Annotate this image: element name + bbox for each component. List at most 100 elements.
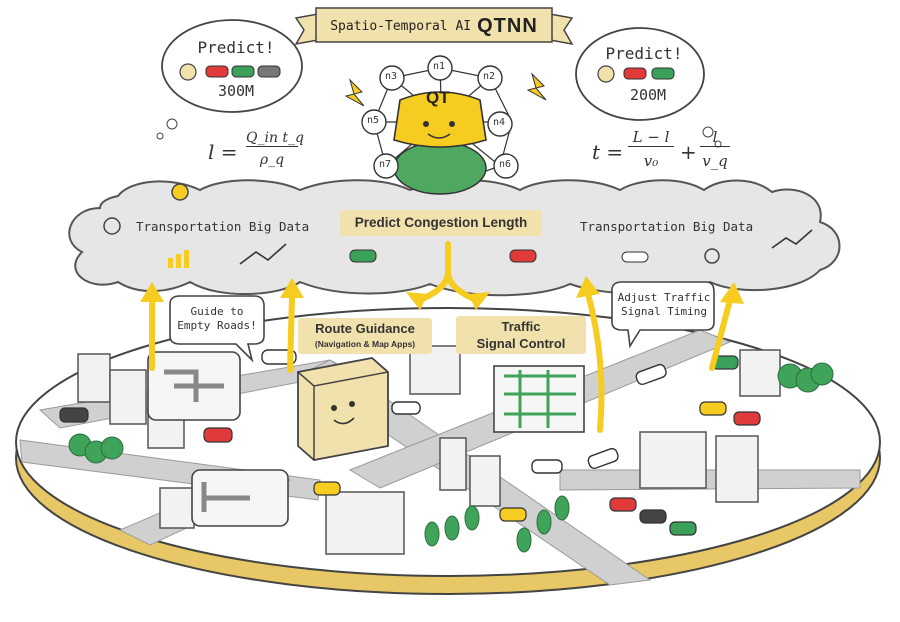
- node-circles: [361, 55, 519, 179]
- big-data-label-left: Transportation Big Data: [136, 219, 310, 234]
- signal-control-label: Traffic Signal Control: [456, 316, 586, 354]
- car-icon: [499, 507, 527, 522]
- formula-left-denominator: ρ_q: [259, 152, 285, 168]
- lightning-icon: [526, 72, 547, 101]
- big-data-label-right: Transportation Big Data: [580, 219, 754, 234]
- car-icon: [509, 249, 537, 263]
- car-icon: [699, 401, 727, 416]
- map-screens: [147, 351, 289, 527]
- clock-icon: [179, 63, 197, 81]
- node-label: n2: [483, 71, 496, 82]
- route-guidance-subtitle: (Navigation & Map Apps): [314, 339, 416, 349]
- car-icon: [639, 509, 667, 524]
- predict-bubble-right: [575, 27, 722, 148]
- clock-icon: [704, 248, 720, 264]
- node-label: n6: [499, 159, 512, 170]
- formula-right-num2: l: [700, 128, 730, 147]
- car-icon: [59, 407, 89, 423]
- guide-speech-text: Guide to Empty Roads!: [172, 305, 262, 333]
- predict-bubble-left: [156, 19, 303, 140]
- route-guidance-title: Route Guidance: [315, 321, 415, 336]
- adjust-speech-line: Adjust Traffic: [617, 291, 711, 304]
- lightning-icons: [344, 72, 547, 107]
- formula-left-lhs: l =: [208, 140, 238, 164]
- formula-right-den2: v_q: [702, 152, 728, 170]
- building: [715, 435, 759, 503]
- trees: [68, 362, 834, 553]
- adjust-speech-line: Signal Timing: [620, 305, 708, 318]
- predict-heading-right: Predict!: [605, 44, 683, 63]
- car-icon: [669, 521, 697, 536]
- building: [409, 345, 461, 395]
- car-icon: [231, 65, 255, 78]
- mascot-badge: QT: [426, 88, 450, 107]
- route-guidance-label: Route Guidance (Navigation & Map Apps): [298, 318, 432, 354]
- lightning-icon: [344, 78, 365, 107]
- bar-chart-icon: [168, 258, 173, 268]
- predict-heading-left: Predict!: [197, 38, 275, 57]
- speech-bubbles: [169, 281, 715, 363]
- trend-line-icon: [771, 229, 813, 249]
- formula-right-lhs: t =: [592, 140, 624, 164]
- title-banner-text: Spatio-Temporal AI QTNN: [318, 12, 550, 40]
- predict-value-left: 300M: [217, 82, 255, 100]
- node-label: n7: [379, 159, 392, 170]
- predict-congestion-label: Predict Congestion Length: [340, 210, 542, 236]
- building: [77, 353, 111, 403]
- building: [739, 349, 781, 397]
- car-icon: [349, 249, 377, 263]
- clock-icon: [103, 217, 121, 235]
- building: [639, 431, 707, 489]
- up-arrow: [585, 291, 605, 433]
- car-icon: [203, 427, 233, 443]
- node-label: n1: [433, 61, 446, 72]
- adjust-speech-text: Adjust Traffic Signal Timing: [614, 291, 714, 319]
- car-icon: [257, 65, 281, 78]
- clock-icon: [597, 65, 615, 83]
- title-banner: [294, 7, 574, 46]
- box-character: [297, 357, 389, 461]
- traffic-light-icon: [531, 459, 563, 474]
- banner-subtitle: Spatio-Temporal AI: [330, 18, 472, 34]
- car-icon: [623, 67, 647, 80]
- formula-right-den1: v₀: [643, 152, 659, 170]
- building: [109, 369, 147, 425]
- building: [439, 437, 467, 491]
- traffic-light-icon: [635, 363, 667, 385]
- guide-speech-line: Guide to: [190, 305, 244, 318]
- building: [159, 487, 195, 529]
- formula-left-numerator: Q_in t_q: [246, 130, 305, 147]
- pie-chart-icon: [171, 183, 189, 201]
- buildings: [77, 345, 781, 555]
- node-label: n3: [385, 71, 398, 82]
- node-label: n4: [493, 117, 506, 128]
- traffic-light-icon: [587, 447, 619, 469]
- cars: [59, 355, 761, 536]
- predict-value-right: 200M: [629, 86, 667, 104]
- control-room: [493, 365, 585, 433]
- car-icon: [205, 65, 229, 78]
- data-cloud: [68, 179, 841, 297]
- node-label: n5: [367, 115, 380, 126]
- banner-title: QTNN: [477, 14, 538, 37]
- car-icon: [733, 411, 761, 426]
- car-icon: [313, 481, 341, 496]
- signal-control-title-line1: Traffic: [501, 319, 541, 334]
- building: [469, 455, 501, 507]
- car-icon: [651, 67, 675, 80]
- arrowheads: [140, 276, 744, 310]
- up-arrow: [709, 297, 733, 371]
- up-arrow: [287, 293, 295, 373]
- traffic-light-icon: [391, 401, 421, 415]
- car-icon: [609, 497, 637, 512]
- traffic-light-icon: [621, 251, 649, 263]
- mascot: [393, 91, 487, 195]
- formula-right-plus: +: [680, 140, 697, 164]
- formula-right-num1: L − l: [628, 128, 674, 147]
- building: [325, 491, 405, 555]
- guide-speech-line: Empty Roads!: [177, 319, 257, 332]
- signal-control-title-line2: Signal Control: [476, 336, 566, 351]
- trend-line-icon: [239, 243, 287, 265]
